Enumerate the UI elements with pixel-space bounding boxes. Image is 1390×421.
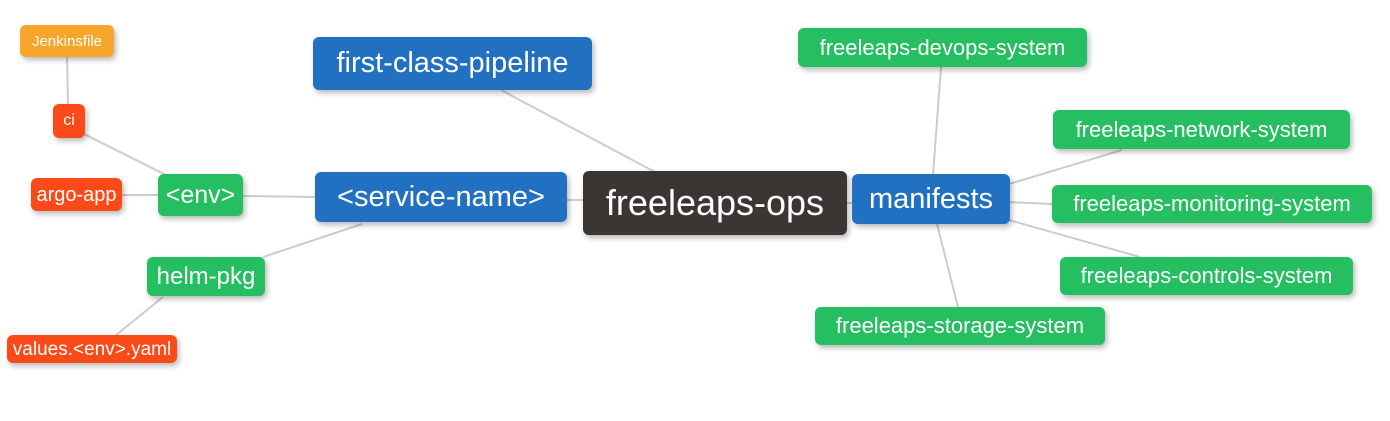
node-manifests[interactable]: manifests	[852, 174, 1010, 224]
node-argo-app[interactable]: argo-app	[31, 178, 122, 211]
node-jenkinsfile-label: Jenkinsfile	[31, 32, 103, 50]
node-helm-pkg[interactable]: helm-pkg	[147, 257, 265, 296]
edge-manifests-freeleaps-network-system	[1008, 149, 1123, 185]
node-env[interactable]: <env>	[158, 174, 243, 216]
node-freeleaps-devops-system[interactable]: freeleaps-devops-system	[798, 28, 1087, 67]
node-freeleaps-devops-system-label: freeleaps-devops-system	[819, 34, 1066, 60]
edge-env-ci	[83, 133, 169, 177]
node-manifests-label: manifests	[868, 182, 994, 215]
edge-manifests-freeleaps-storage-system	[936, 223, 959, 308]
node-first-class-pipeline[interactable]: first-class-pipeline	[313, 37, 592, 90]
edge-manifests-freeleaps-monitoring-system	[1008, 201, 1053, 205]
node-freeleaps-controls-system-label: freeleaps-controls-system	[1080, 263, 1333, 288]
node-first-class-pipeline-label: first-class-pipeline	[336, 47, 569, 79]
edge-freeleaps-ops-first-class-pipeline	[500, 89, 656, 173]
node-freeleaps-monitoring-system[interactable]: freeleaps-monitoring-system	[1052, 185, 1372, 223]
node-helm-pkg-label: helm-pkg	[156, 262, 256, 290]
node-service-name-label: <service-name>	[337, 180, 545, 213]
node-freeleaps-network-system-label: freeleaps-network-system	[1075, 116, 1328, 142]
edge-manifests-freeleaps-controls-system	[1008, 219, 1141, 258]
edge-service-name-helm-pkg	[262, 223, 363, 258]
node-ci[interactable]: ci	[53, 104, 85, 138]
node-freeleaps-ops-label: freeleaps-ops	[605, 182, 825, 223]
node-freeleaps-controls-system[interactable]: freeleaps-controls-system	[1060, 257, 1353, 295]
node-freeleaps-ops-root[interactable]: freeleaps-ops	[583, 171, 847, 235]
edge-helm-pkg-values-env-yaml	[114, 296, 164, 337]
node-service-name[interactable]: <service-name>	[315, 172, 567, 222]
edge-service-name-env	[242, 195, 316, 198]
node-freeleaps-monitoring-system-label: freeleaps-monitoring-system	[1073, 191, 1351, 216]
node-freeleaps-storage-system[interactable]: freeleaps-storage-system	[815, 307, 1105, 345]
node-argo-app-label: argo-app	[36, 183, 117, 206]
edge-ci-jenkinsfile	[66, 56, 69, 106]
node-jenkinsfile[interactable]: Jenkinsfile	[20, 25, 114, 57]
node-freeleaps-storage-system-label: freeleaps-storage-system	[835, 313, 1085, 338]
node-env-label: <env>	[165, 180, 236, 209]
edge-manifests-freeleaps-devops-system	[932, 66, 942, 176]
node-ci-label: ci	[63, 112, 75, 129]
node-values-env-yaml-label: values.<env>.yaml	[12, 338, 172, 360]
node-values-env-yaml[interactable]: values.<env>.yaml	[7, 335, 177, 363]
node-freeleaps-network-system[interactable]: freeleaps-network-system	[1053, 110, 1350, 149]
